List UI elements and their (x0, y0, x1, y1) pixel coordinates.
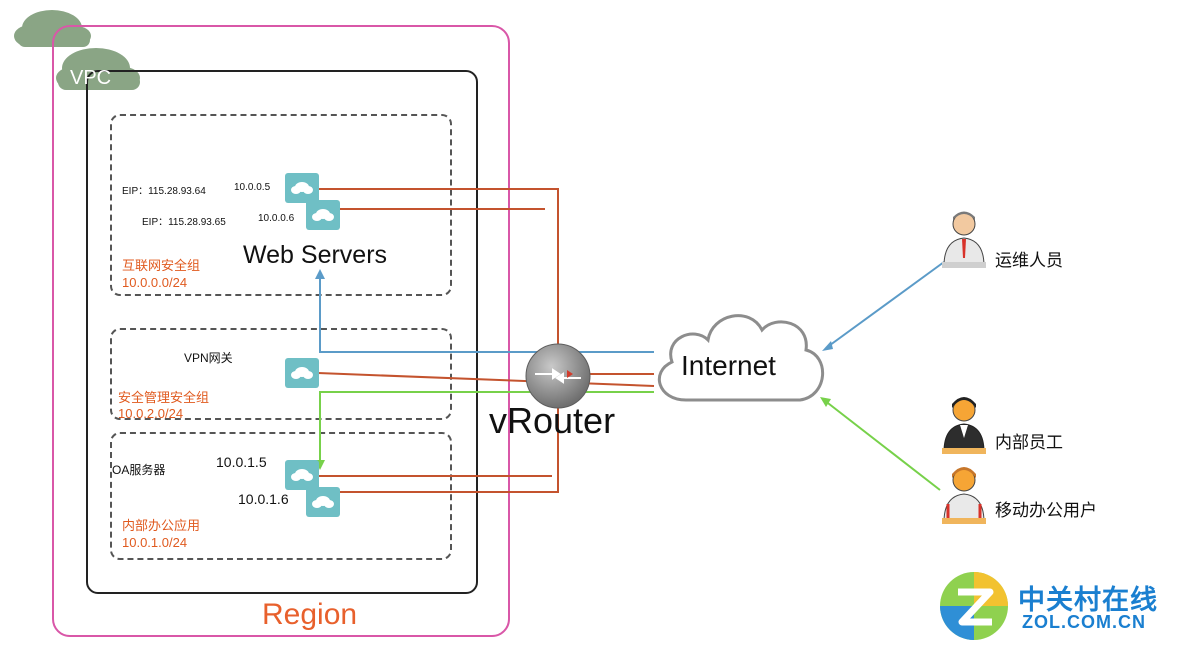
arrow-up-web (315, 269, 325, 279)
vpc-badge-cloud-icon (56, 48, 140, 90)
oa-server-2-node[interactable] (306, 487, 340, 517)
cloud-instance-icon (291, 469, 313, 481)
vpc-label: VPC (70, 67, 112, 89)
vpn-gateway-node[interactable] (285, 358, 319, 388)
vpn-gateway-title: VPN网关 (184, 351, 233, 365)
vpn-security-group-box (110, 328, 452, 420)
web-server-2-node[interactable] (306, 200, 340, 230)
cloud-instance-icon (312, 496, 334, 508)
web-sg-name: 互联网安全组 (122, 258, 201, 273)
web-ip-2: 10.0.0.6 (258, 213, 295, 224)
zol-watermark-cn: 中关村在线 (1018, 585, 1158, 615)
vpn-sg-cidr: 10.0.2.0/24 (118, 406, 184, 421)
oa-server-title: OA服务器 (112, 463, 166, 477)
web-eip-1: EIP：115.28.93.64 (122, 186, 206, 197)
ops-to-internet-link (825, 261, 945, 349)
cloud-instance-icon (291, 367, 313, 379)
oa-server-2-link (338, 380, 559, 493)
web-ip-1: 10.0.0.5 (234, 182, 271, 193)
oa-ip-2: 10.0.1.6 (238, 491, 289, 507)
zol-watermark-en: ZOL.COM.CN (1022, 612, 1146, 632)
oa-sg-name: 内部办公应用 (122, 518, 201, 533)
internet-cloud-icon[interactable] (646, 300, 836, 420)
vpn-gateway-link (317, 372, 655, 387)
vpn-sg-name: 安全管理安全组 (118, 390, 210, 405)
ops-person-icon (942, 211, 986, 268)
vpc-boundary (86, 70, 478, 594)
internet-to-web-link (319, 277, 654, 353)
web-server-1-node[interactable] (285, 173, 319, 203)
router-icon[interactable] (523, 341, 593, 411)
web-sg-cidr: 10.0.0.0/24 (122, 275, 188, 290)
ops-person-label: 运维人员 (995, 251, 1063, 270)
oa-security-group-box (110, 432, 452, 560)
region-boundary (52, 25, 510, 637)
oa-server-1-node[interactable] (285, 460, 319, 490)
region-label: Region (262, 598, 358, 631)
mobile-person-icon (942, 467, 986, 524)
oa-sg-cidr: 10.0.1.0/24 (122, 535, 188, 550)
web-servers-title: Web Servers (243, 241, 388, 269)
arrow-into-internet-green (820, 397, 831, 407)
staff-to-internet-link (823, 399, 941, 491)
web-eip-2: EIP：115.28.93.65 (142, 217, 226, 228)
cloud-instance-icon (312, 209, 334, 221)
mobile-person-label: 移动办公用户 (995, 501, 1097, 520)
vrouter-label: vRouter (489, 400, 616, 441)
zol-logo-icon (940, 572, 1008, 640)
cloud-instance-icon (291, 182, 313, 194)
oa-ip-1: 10.0.1.5 (216, 454, 267, 470)
web-security-group-box (110, 114, 452, 296)
internet-label: Internet (681, 350, 776, 381)
staff-person-label: 内部员工 (995, 433, 1063, 452)
web-server-1-link (318, 188, 654, 375)
arrow-into-internet-blue (822, 341, 833, 351)
staff-person-icon (942, 397, 986, 454)
